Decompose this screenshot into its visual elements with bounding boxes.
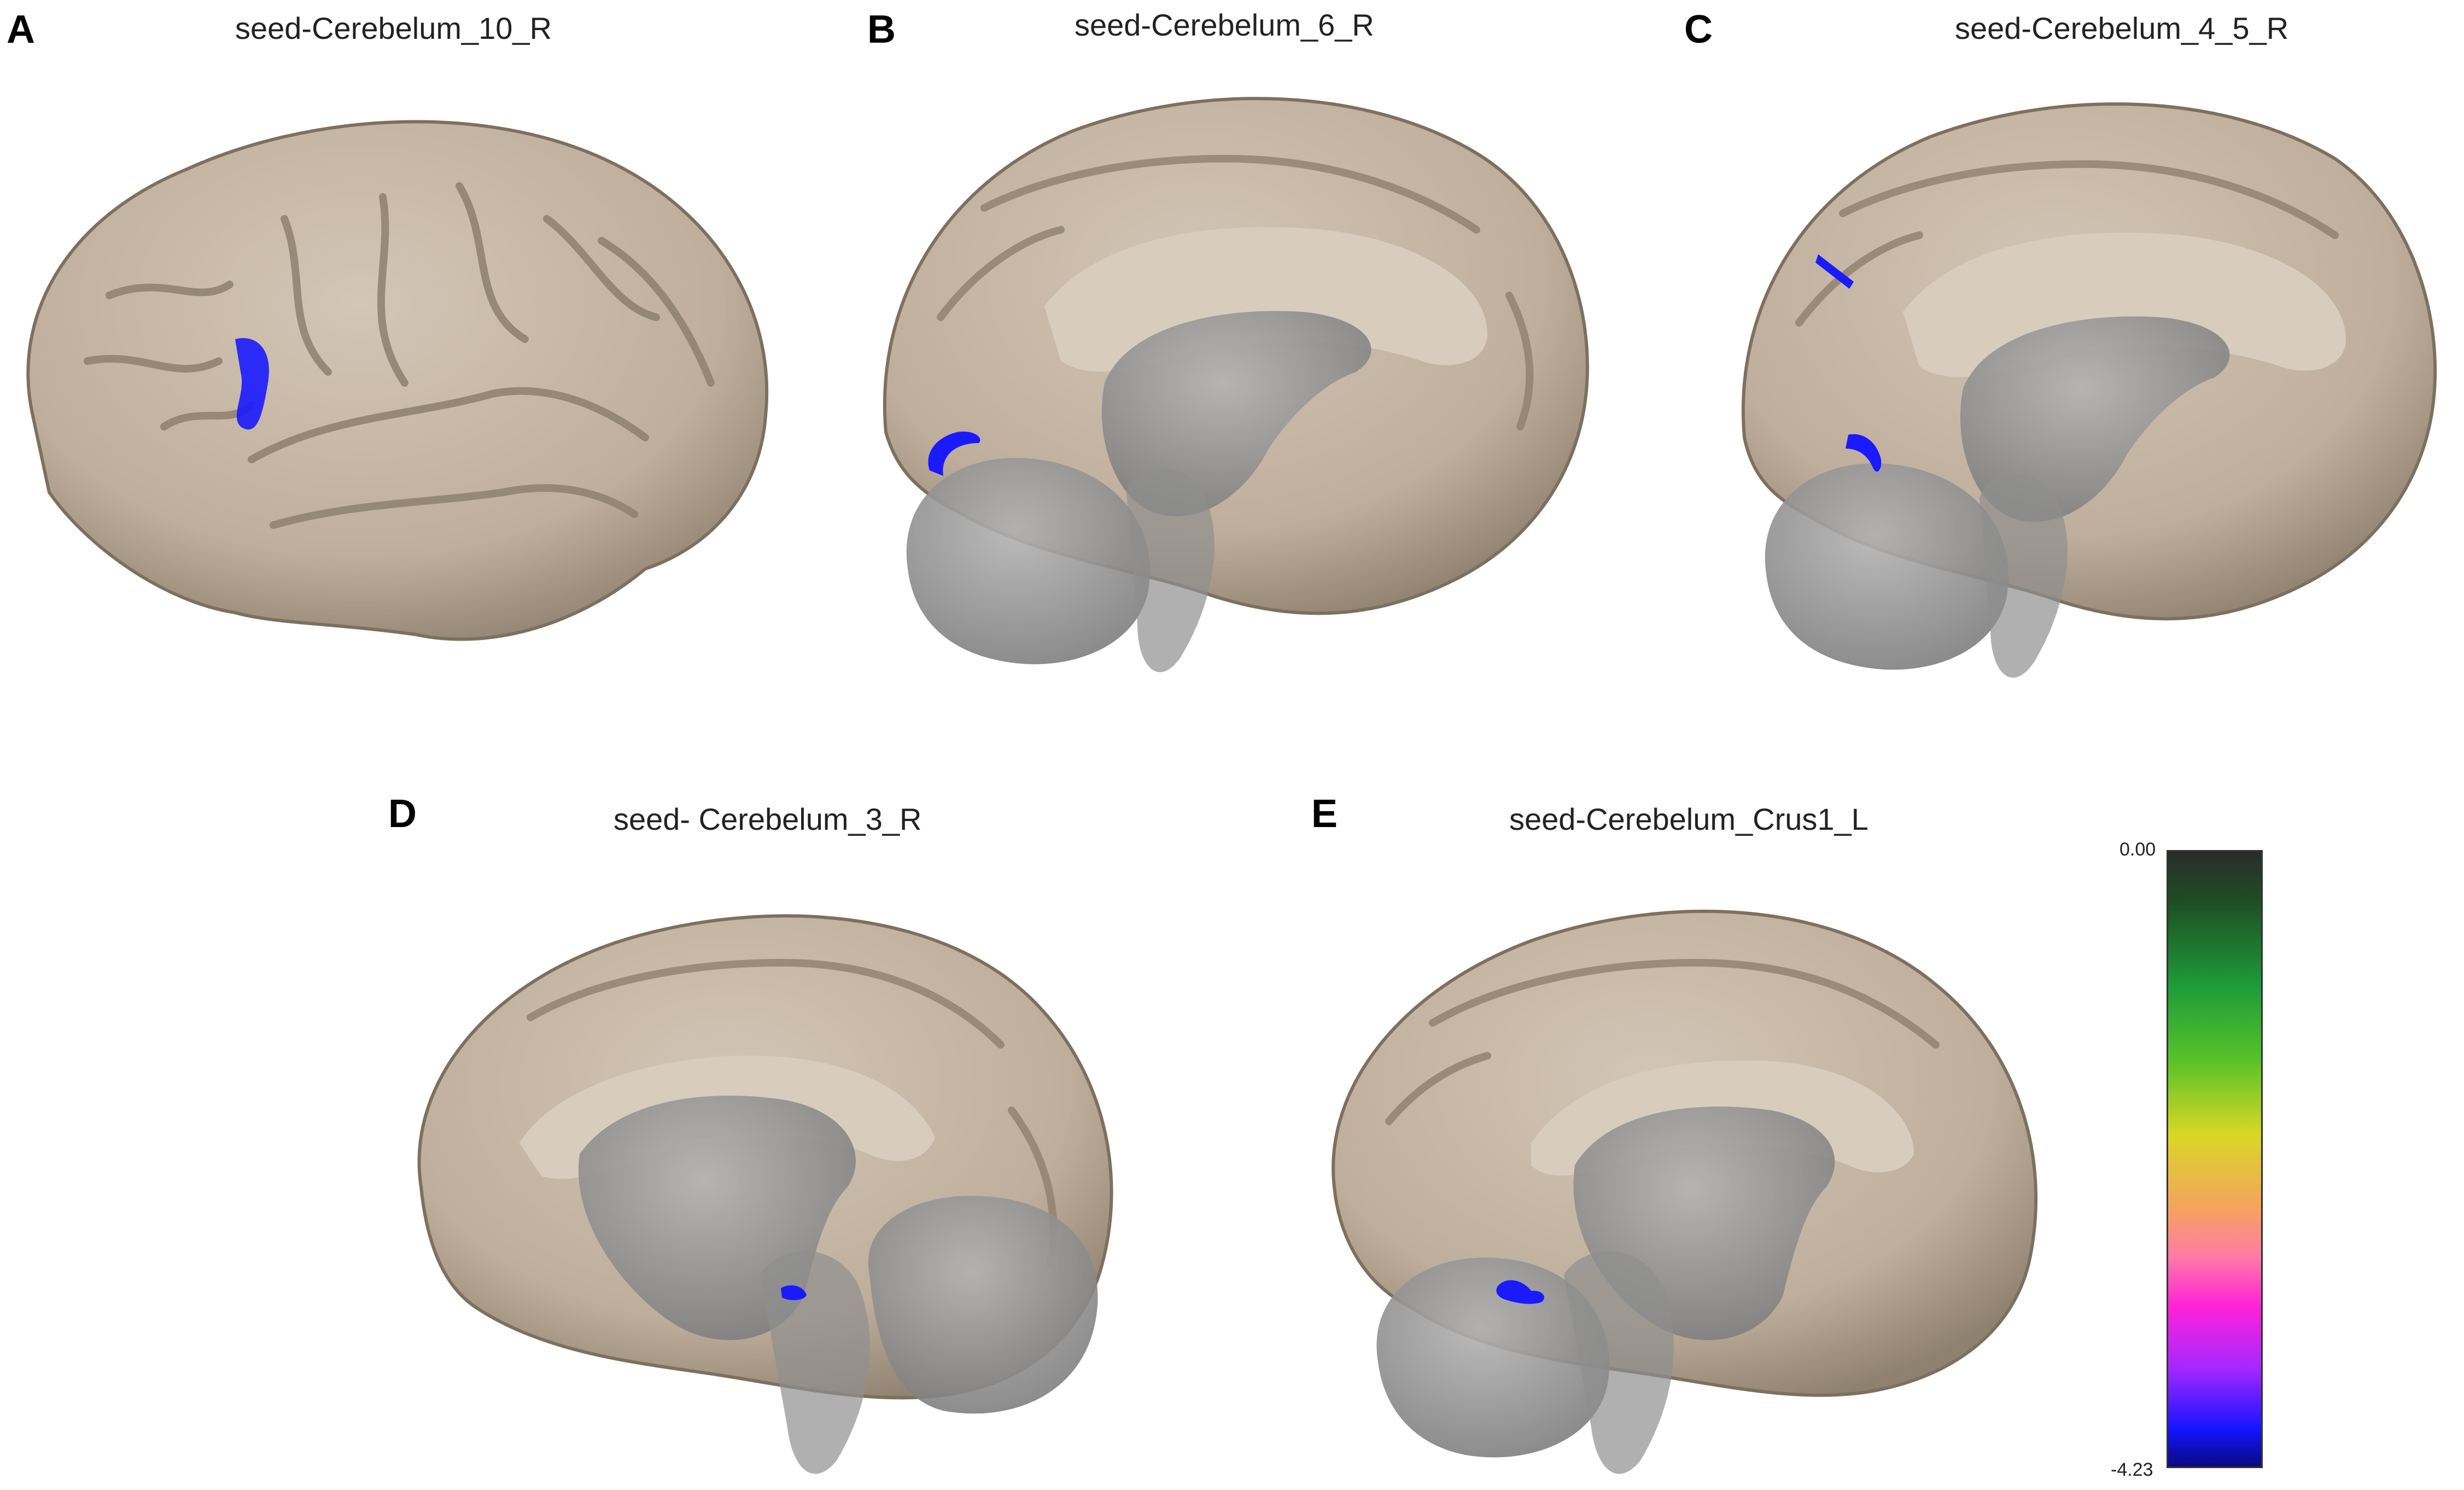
panel-title: seed- Cerebelum_3_R: [614, 802, 922, 836]
colorbar: [2167, 850, 2263, 1468]
panel-title: seed-Cerebelum_6_R: [1075, 8, 1374, 42]
activation-blob: [1496, 1280, 1544, 1304]
colorbar-min-label: -4.23: [2111, 1459, 2153, 1480]
medial-brain-image: [883, 97, 1589, 672]
lateral-brain-image: [26, 120, 769, 641]
medial-brain-image: [417, 914, 1113, 1474]
activation-blob: [781, 1285, 807, 1300]
colorbar-max-label: 0.00: [2119, 839, 2156, 860]
panel-title: seed-Cerebelum_10_R: [235, 11, 552, 45]
panel-letter: B: [867, 8, 896, 51]
activation-blob: [1815, 254, 1854, 289]
panel-letter: C: [1684, 8, 1713, 51]
activation-blob: [928, 432, 980, 476]
panel-letter: E: [1311, 792, 1338, 836]
panel-letter: A: [7, 8, 35, 51]
panel-title: seed-Cerebelum_Crus1_L: [1509, 802, 1869, 836]
medial-brain-image: [1741, 102, 2437, 678]
panel-letter: D: [388, 792, 417, 836]
medial-brain-image: [1332, 910, 2038, 1474]
activation-blob: [235, 338, 269, 430]
activation-blob: [1846, 434, 1882, 472]
panel-title: seed-Cerebelum_4_5_R: [1955, 11, 2289, 45]
